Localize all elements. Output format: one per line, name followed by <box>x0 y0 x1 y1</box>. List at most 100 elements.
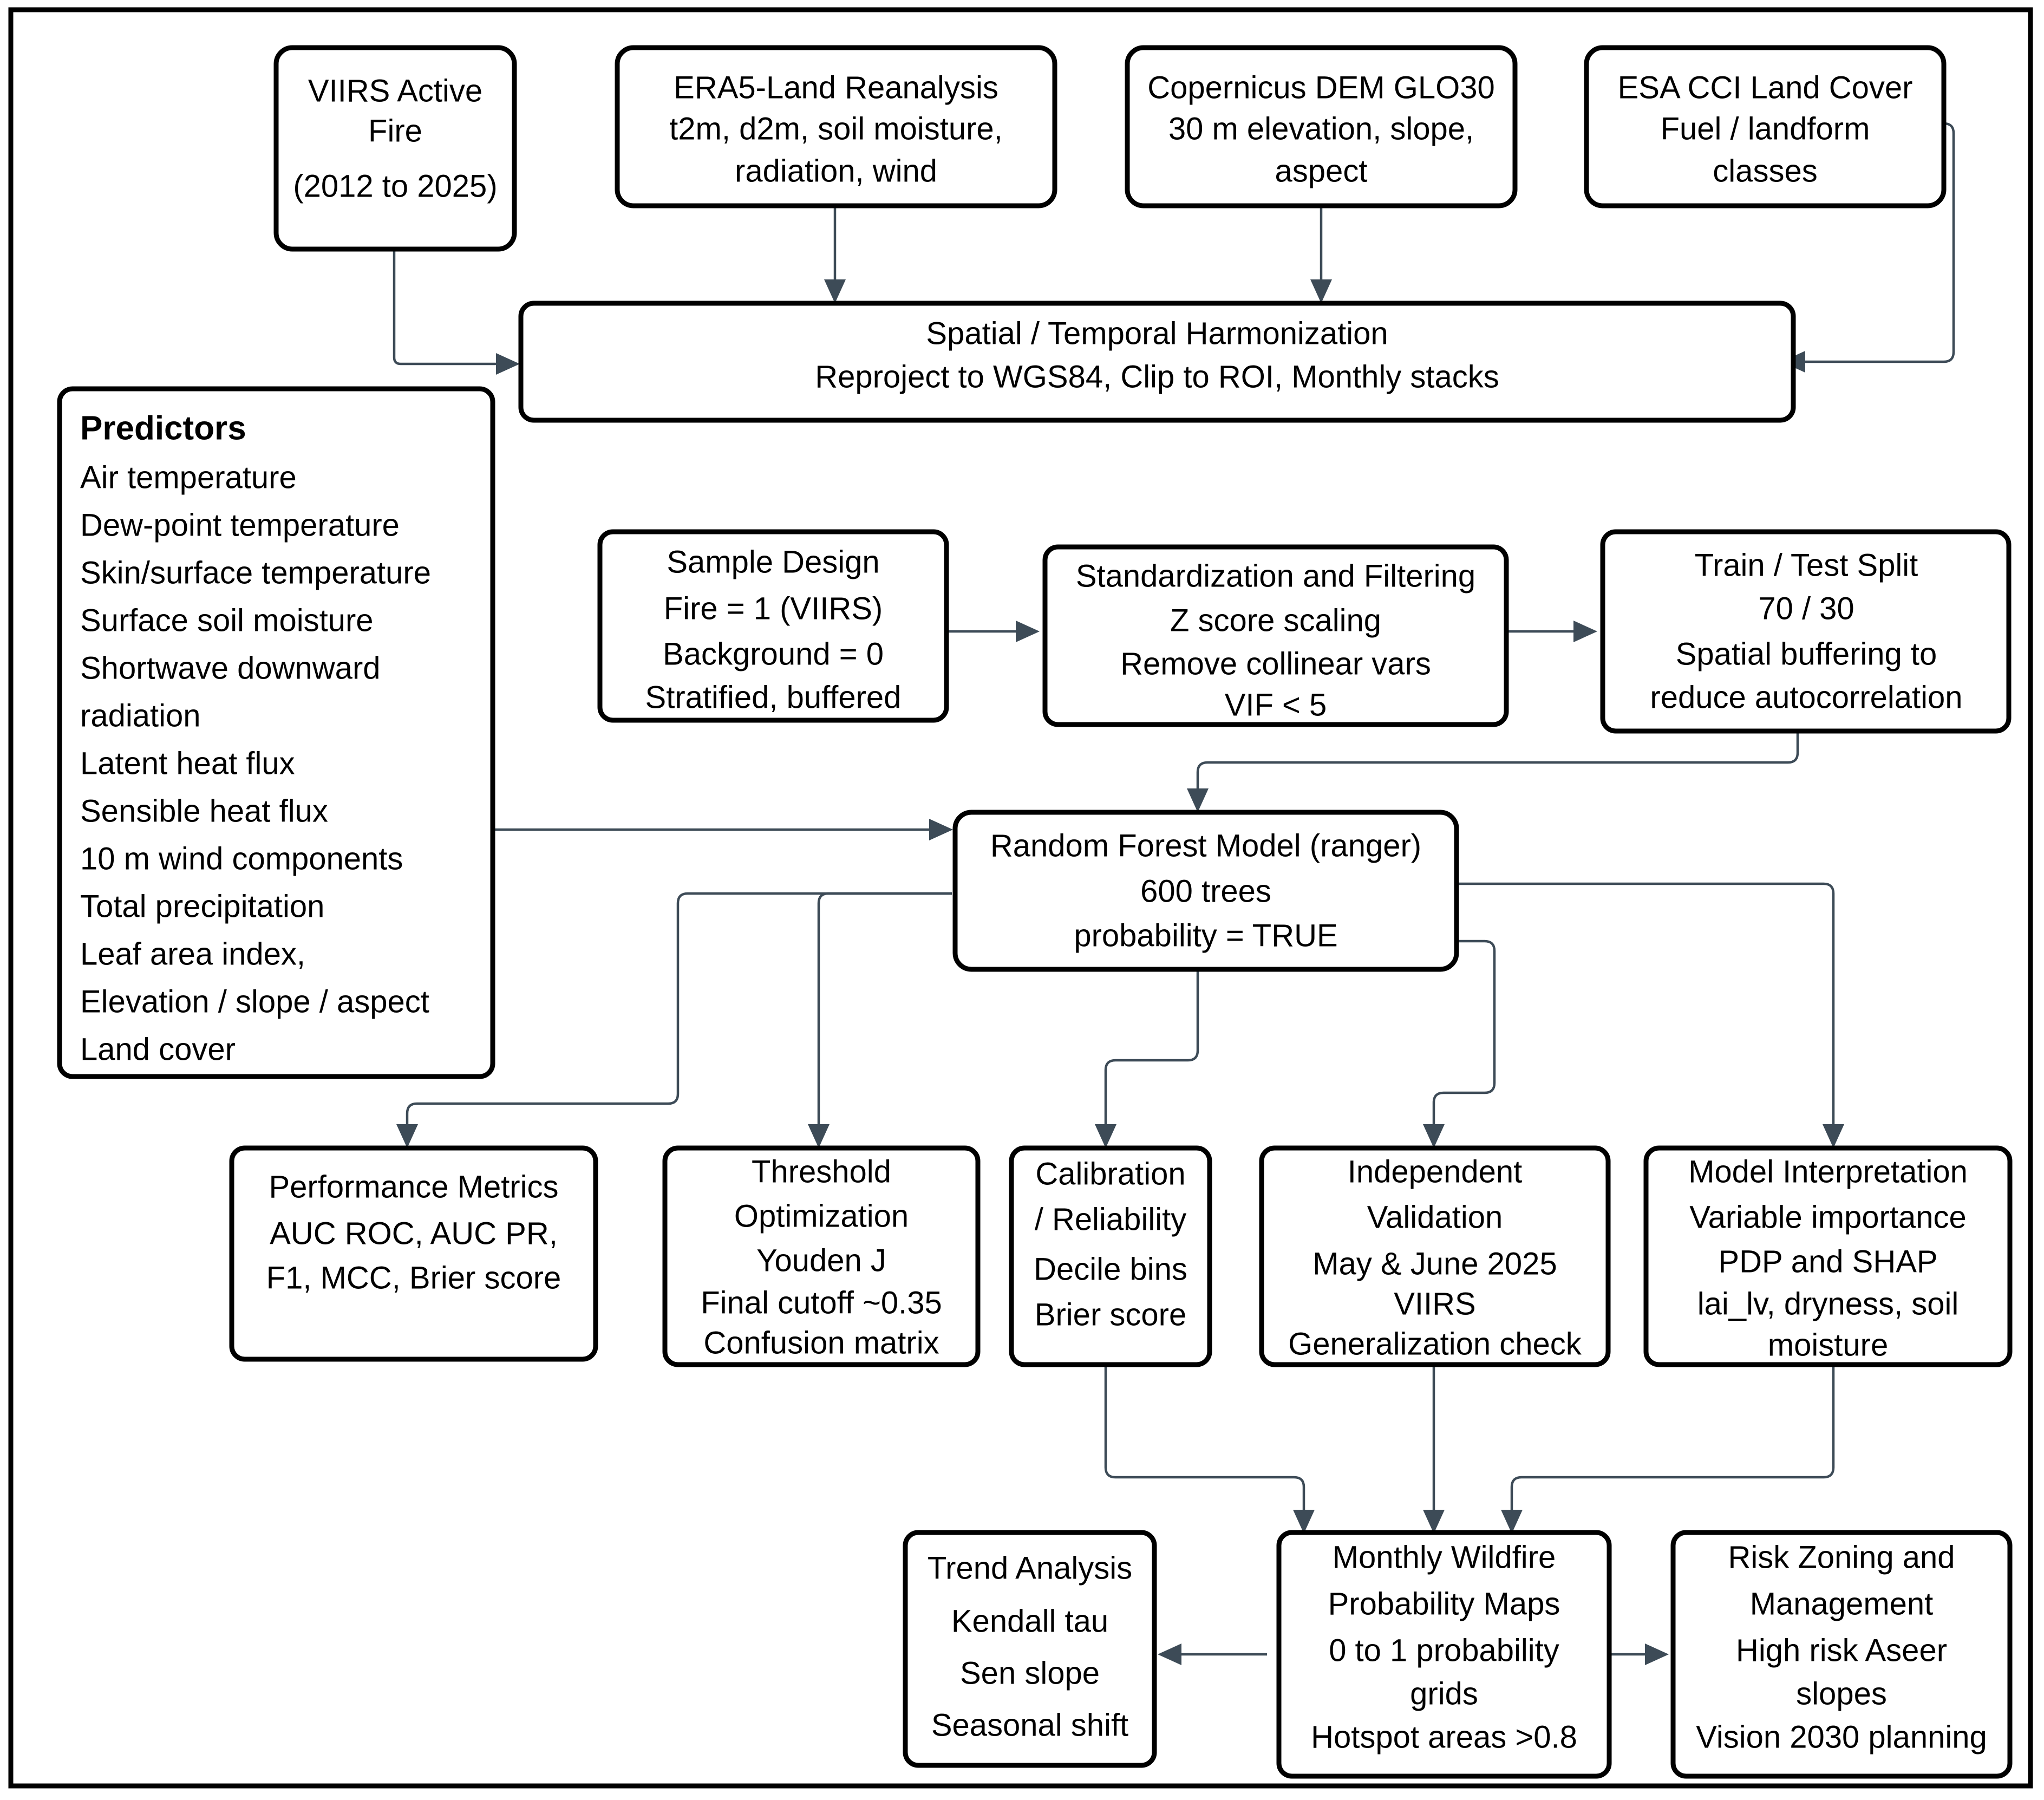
node-viirs-active-fire-line-0: VIIRS Active <box>308 73 482 108</box>
node-risk-zoning-box[interactable] <box>1670 1530 2013 1779</box>
node-esa-cci-land-cover[interactable]: ESA CCI Land Cover Fuel / landform class… <box>1584 45 1947 208</box>
node-predictors[interactable]: Predictors Air temperature Dew-point tem… <box>57 386 495 1079</box>
node-esa-cci-land-cover-box[interactable] <box>1584 45 1947 208</box>
edge-traintest-to-randomforest <box>1196 732 1799 801</box>
arrowhead-standardization-to-traintest <box>1573 621 1597 642</box>
edge-viirs-to-harmonization <box>393 249 514 366</box>
node-random-forest[interactable]: Random Forest Model (ranger) 600 trees p… <box>952 810 1459 972</box>
node-trend-analysis-line-3: Seasonal shift <box>931 1707 1128 1743</box>
node-sample-design-line-0: Sample Design <box>667 544 879 579</box>
node-probability-maps[interactable]: Monthly Wildfire Probability Maps 0 to 1… <box>1276 1530 1612 1779</box>
node-probability-maps-line-4: Hotspot areas >0.8 <box>1311 1719 1577 1755</box>
node-esa-cci-land-cover-line-2: classes <box>1713 153 1817 188</box>
node-probability-maps-line-1: Probability Maps <box>1328 1586 1560 1621</box>
arrowhead-maps-to-riskzoning <box>1645 1644 1669 1665</box>
node-predictors-item-4: Shortwave downward <box>80 650 381 686</box>
edge-calibration-to-maps <box>1104 1359 1305 1522</box>
edge-rf-to-validation <box>1432 940 1496 1137</box>
node-performance-metrics-box[interactable] <box>229 1145 598 1362</box>
node-calibration-line-0: Calibration <box>1035 1156 1185 1191</box>
edge-rf-to-threshold <box>817 892 952 1137</box>
arrowhead-dem-to-harmonization <box>1310 279 1332 303</box>
node-independent-validation[interactable]: Independent Validation May & June 2025 V… <box>1259 1145 1611 1367</box>
node-independent-validation-line-4: Generalization check <box>1288 1326 1582 1361</box>
arrowhead-predictors-to-randomforest <box>929 819 953 840</box>
node-harmonization[interactable]: Spatial / Temporal Harmonization Reproje… <box>518 301 1796 423</box>
node-viirs-active-fire-box[interactable] <box>273 45 517 252</box>
node-risk-zoning-line-0: Risk Zoning and <box>1728 1540 1955 1575</box>
edge-esacci-to-harmonization <box>1792 122 1955 363</box>
node-calibration-box[interactable] <box>1009 1145 1212 1367</box>
node-performance-metrics-line-2: F1, MCC, Brier score <box>266 1260 561 1295</box>
node-copernicus-dem[interactable]: Copernicus DEM GLO30 30 m elevation, slo… <box>1125 45 1518 208</box>
node-sample-design[interactable]: Sample Design Fire = 1 (VIIRS) Backgroun… <box>597 529 949 723</box>
node-random-forest-line-0: Random Forest Model (ranger) <box>990 828 1421 863</box>
node-train-test-split[interactable]: Train / Test Split 70 / 30 Spatial buffe… <box>1600 529 2012 734</box>
node-esa-cci-land-cover-line-0: ESA CCI Land Cover <box>1618 70 1913 105</box>
node-era5-land[interactable]: ERA5-Land Reanalysis t2m, d2m, soil mois… <box>615 45 1057 208</box>
node-predictors-item-12: Land cover <box>80 1032 236 1067</box>
arrowhead-rf-to-threshold <box>808 1124 830 1148</box>
node-model-interpretation-line-4: moisture <box>1768 1327 1888 1362</box>
arrowhead-sampledesign-to-standardization <box>1016 621 1040 642</box>
node-train-test-split-line-1: 70 / 30 <box>1758 591 1854 626</box>
node-predictors-heading: Predictors <box>80 409 246 447</box>
node-threshold-optimization-box[interactable] <box>662 1145 981 1367</box>
node-independent-validation-box[interactable] <box>1259 1145 1611 1367</box>
node-train-test-split-box[interactable] <box>1600 529 2012 734</box>
node-viirs-active-fire[interactable]: VIIRS Active Fire (2012 to 2025) <box>273 45 517 252</box>
node-predictors-item-3: Surface soil moisture <box>80 603 374 638</box>
node-harmonization-box[interactable] <box>518 301 1796 423</box>
node-predictors-item-0: Air temperature <box>80 460 297 495</box>
node-copernicus-dem-line-0: Copernicus DEM GLO30 <box>1147 70 1494 105</box>
node-performance-metrics-line-0: Performance Metrics <box>269 1169 558 1204</box>
node-predictors-box[interactable] <box>57 386 495 1079</box>
node-probability-maps-box[interactable] <box>1276 1530 1612 1779</box>
node-performance-metrics[interactable]: Performance Metrics AUC ROC, AUC PR, F1,… <box>229 1145 598 1362</box>
node-harmonization-line-1: Reproject to WGS84, Clip to ROI, Monthly… <box>815 359 1499 394</box>
node-independent-validation-line-2: May & June 2025 <box>1312 1246 1557 1281</box>
node-risk-zoning[interactable]: Risk Zoning and Management High risk Ase… <box>1670 1530 2013 1779</box>
node-random-forest-line-1: 600 trees <box>1140 873 1271 909</box>
node-sample-design-line-1: Fire = 1 (VIIRS) <box>664 591 883 626</box>
arrowhead-rf-to-validation <box>1423 1124 1445 1148</box>
node-era5-land-box[interactable] <box>615 45 1057 208</box>
node-trend-analysis[interactable]: Trend Analysis Kendall tau Sen slope Sea… <box>903 1530 1157 1768</box>
node-sample-design-box[interactable] <box>597 529 949 723</box>
node-threshold-optimization-line-0: Threshold <box>752 1154 891 1189</box>
node-trend-analysis-box[interactable] <box>903 1530 1157 1768</box>
node-independent-validation-line-1: Validation <box>1367 1199 1503 1235</box>
edge-rf-to-calibration <box>1104 969 1199 1137</box>
node-copernicus-dem-line-2: aspect <box>1275 153 1368 188</box>
node-random-forest-box[interactable] <box>952 810 1459 972</box>
node-threshold-optimization-line-4: Confusion matrix <box>703 1325 939 1360</box>
node-era5-land-line-1: t2m, d2m, soil moisture, <box>669 111 1003 146</box>
node-harmonization-line-0: Spatial / Temporal Harmonization <box>926 316 1388 351</box>
node-standardization-box[interactable] <box>1042 544 1509 727</box>
node-trend-analysis-line-1: Kendall tau <box>951 1603 1108 1639</box>
node-independent-validation-line-3: VIIRS <box>1394 1286 1476 1321</box>
node-performance-metrics-line-1: AUC ROC, AUC PR, <box>270 1216 558 1251</box>
node-era5-land-line-0: ERA5-Land Reanalysis <box>674 70 998 105</box>
node-predictors-item-5: radiation <box>80 698 200 733</box>
node-copernicus-dem-box[interactable] <box>1125 45 1518 208</box>
node-threshold-optimization-line-3: Final cutoff ~0.35 <box>701 1285 942 1320</box>
arrowhead-rf-to-performance <box>396 1124 418 1148</box>
node-era5-land-line-2: radiation, wind <box>735 153 937 188</box>
node-train-test-split-line-2: Spatial buffering to <box>1676 636 1937 671</box>
node-predictors-item-10: Leaf area index, <box>80 936 305 971</box>
arrowhead-validation-to-maps <box>1423 1510 1445 1534</box>
node-calibration[interactable]: Calibration / Reliability Decile bins Br… <box>1009 1145 1212 1367</box>
node-threshold-optimization-line-1: Optimization <box>734 1198 909 1234</box>
node-esa-cci-land-cover-line-1: Fuel / landform <box>1661 111 1870 146</box>
node-sample-design-line-2: Background = 0 <box>663 636 884 671</box>
node-risk-zoning-line-2: High risk Aseer <box>1736 1633 1947 1668</box>
node-model-interpretation-box[interactable] <box>1643 1145 2013 1367</box>
node-threshold-optimization[interactable]: Threshold Optimization Youden J Final cu… <box>662 1145 981 1367</box>
node-standardization[interactable]: Standardization and Filtering Z score sc… <box>1042 544 1509 727</box>
node-probability-maps-line-3: grids <box>1410 1676 1478 1711</box>
node-model-interpretation[interactable]: Model Interpretation Variable importance… <box>1643 1145 2013 1367</box>
arrowhead-traintest-to-randomforest <box>1187 788 1209 812</box>
